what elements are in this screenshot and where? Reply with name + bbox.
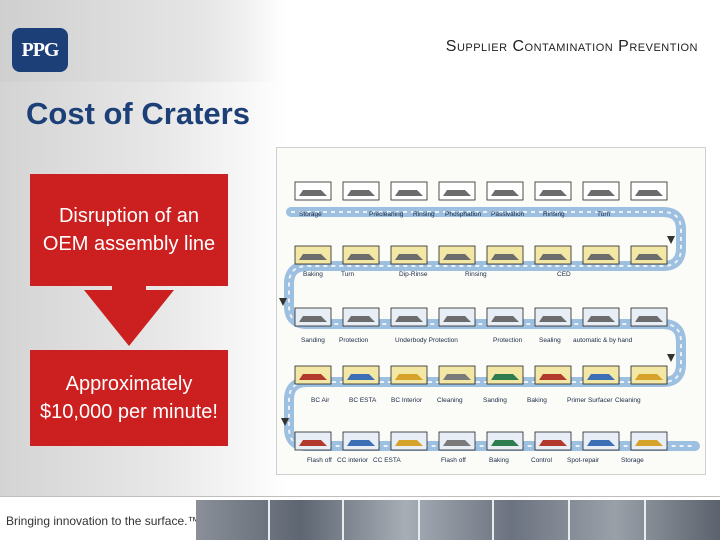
car-icon — [491, 316, 519, 322]
car-icon — [443, 374, 471, 380]
arrow-down-icon — [84, 286, 174, 346]
car-icon — [347, 374, 375, 380]
strip-divider — [342, 500, 344, 540]
car-icon — [491, 374, 519, 380]
diagram-label: Flash off — [307, 457, 332, 464]
car-icon — [539, 316, 567, 322]
car-icon — [587, 254, 615, 260]
diagram-label: Rinsing — [465, 271, 487, 278]
car-icon — [635, 190, 663, 196]
footer-image-strip — [196, 500, 720, 540]
car-icon — [347, 254, 375, 260]
car-icon — [395, 254, 423, 260]
car-icon — [539, 374, 567, 380]
car-icon — [299, 316, 327, 322]
car-icon — [299, 254, 327, 260]
diagram-label: BC Air — [311, 397, 330, 404]
car-icon — [347, 316, 375, 322]
diagram-label: CED — [557, 271, 571, 278]
callout-cost: Approximately $10,000 per minute! — [30, 350, 228, 446]
diagram-label: Spot-repair — [567, 457, 600, 464]
car-icon — [587, 374, 615, 380]
strip-divider — [492, 500, 494, 540]
diagram-label: Storage — [299, 211, 322, 218]
strip-divider — [644, 500, 646, 540]
logo-text: PPG — [21, 38, 60, 61]
diagram-label: Baking — [489, 457, 509, 464]
diagram-label: Protection — [493, 337, 523, 344]
car-icon — [539, 190, 567, 196]
car-icon — [587, 316, 615, 322]
header-title: Supplier Contamination Prevention — [446, 38, 698, 56]
diagram-label: Underbody Protection — [395, 337, 458, 344]
diagram-label: Sanding — [301, 337, 325, 344]
car-icon — [635, 374, 663, 380]
diagram-label: Protection — [339, 337, 369, 344]
ppg-logo: PPG — [12, 28, 68, 72]
header-title-text: Supplier Contamination Prevention — [445, 38, 698, 55]
car-icon — [587, 190, 615, 196]
diagram-label: Passivation — [491, 211, 525, 218]
diagram-label: Baking — [527, 397, 547, 404]
car-icon — [299, 190, 327, 196]
callout-disruption-text: Disruption of an OEM assembly line — [42, 205, 216, 255]
diagram-label: Rinsing — [543, 211, 565, 218]
strip-divider — [568, 500, 570, 540]
footer-divider — [0, 496, 720, 497]
car-icon — [347, 190, 375, 196]
car-icon — [491, 254, 519, 260]
car-icon — [443, 316, 471, 322]
diagram-label: Baking — [303, 271, 323, 278]
car-icon — [299, 440, 327, 446]
diagram-label: BC Interior — [391, 397, 423, 404]
diagram-label: Storage — [621, 457, 644, 464]
callout-disruption: Disruption of an OEM assembly line — [30, 174, 228, 286]
diagram-label: Turn — [597, 211, 611, 218]
car-icon — [443, 254, 471, 260]
footer-tagline: Bringing innovation to the surface.™ — [6, 514, 200, 528]
diagram-label: Primer Surfacer — [567, 397, 613, 404]
diagram-label: Sealing — [539, 337, 561, 344]
diagram-label: CC interior — [337, 457, 369, 464]
car-icon — [491, 190, 519, 196]
car-icon — [539, 440, 567, 446]
diagram-label: Turn — [341, 271, 355, 278]
diagram-label: Control — [531, 457, 553, 464]
callout-cost-text: Approximately $10,000 per minute! — [40, 373, 218, 423]
car-icon — [443, 440, 471, 446]
diagram-label: Cleaning — [437, 397, 463, 404]
diagram-label: BC ESTA — [349, 397, 377, 404]
strip-divider — [268, 500, 270, 540]
car-icon — [635, 316, 663, 322]
car-icon — [539, 254, 567, 260]
car-icon — [491, 440, 519, 446]
diagram-label: Phosphation — [445, 211, 482, 218]
diagram-label: CC ESTA — [373, 457, 401, 464]
car-icon — [395, 190, 423, 196]
page-title: Cost of Craters — [26, 96, 250, 131]
diagram-label: automatic & by hand — [573, 337, 633, 344]
diagram-label: Sanding — [483, 397, 507, 404]
car-icon — [635, 254, 663, 260]
diagram-label: Precleaning — [369, 211, 404, 218]
car-icon — [443, 190, 471, 196]
car-icon — [395, 374, 423, 380]
diagram-label: Rinsing — [413, 211, 435, 218]
car-icon — [299, 374, 327, 380]
diagram-label: Cleaning — [615, 397, 641, 404]
car-icon — [635, 440, 663, 446]
car-icon — [395, 440, 423, 446]
strip-divider — [418, 500, 420, 540]
diagram-label: Dip-Rinse — [399, 271, 428, 278]
diagram-label: Flash off — [441, 457, 466, 464]
car-icon — [587, 440, 615, 446]
car-icon — [395, 316, 423, 322]
car-icon — [347, 440, 375, 446]
